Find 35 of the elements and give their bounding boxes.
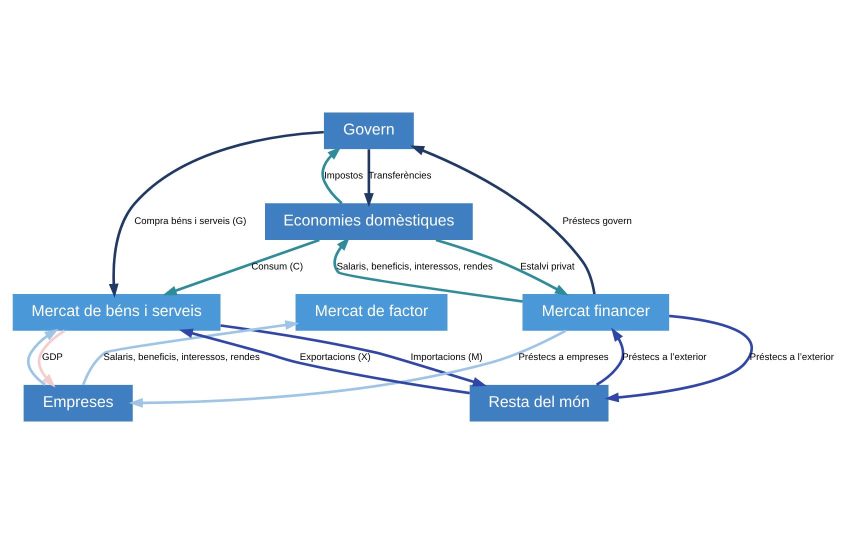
edge-label: Salaris, beneficis, interessos, rendes — [104, 352, 260, 364]
edge-label: Préstecs a l’exterior — [622, 352, 706, 364]
edge-label: Exportacions (X) — [300, 352, 371, 364]
arrow — [178, 328, 470, 394]
arrow — [128, 330, 566, 408]
node-box: Mercat de factor — [296, 294, 448, 331]
edge-label: Préstecs a empreses — [518, 352, 609, 364]
edge-label: GDP — [42, 352, 63, 364]
edge-label: Compra béns i serveis (G) — [134, 216, 246, 228]
arrow — [27, 328, 59, 386]
node-box: Economies domèstiques — [265, 203, 473, 240]
edge-label: Impostos — [324, 170, 364, 182]
arrow — [333, 236, 523, 303]
arrow — [162, 238, 320, 296]
node-box: Empreses — [24, 384, 133, 422]
node-box: Govern — [324, 112, 414, 150]
edge-label: Préstecs govern — [562, 216, 632, 228]
arrow — [321, 146, 343, 204]
edge-label: Préstecs a l’exterior — [750, 352, 834, 364]
node-box: Resta del món — [470, 384, 608, 422]
node-box: Mercat financer — [522, 294, 670, 331]
arrow — [38, 330, 66, 388]
arrow — [82, 320, 300, 386]
edge-label: Importacions (M) — [410, 352, 483, 364]
arrow — [410, 146, 596, 294]
arrow — [596, 327, 624, 386]
arrow — [220, 324, 487, 386]
arrow — [604, 314, 753, 402]
edge-label: Consum (C) — [251, 261, 304, 272]
arrow — [436, 238, 569, 296]
arrow — [364, 149, 374, 208]
edge-label: Salaris, beneficis, interessos, rendes — [336, 261, 493, 272]
arrow — [108, 130, 324, 298]
edge-label: Estalvi privat — [520, 261, 575, 272]
node-box: Mercat de béns i serveis — [12, 294, 220, 331]
